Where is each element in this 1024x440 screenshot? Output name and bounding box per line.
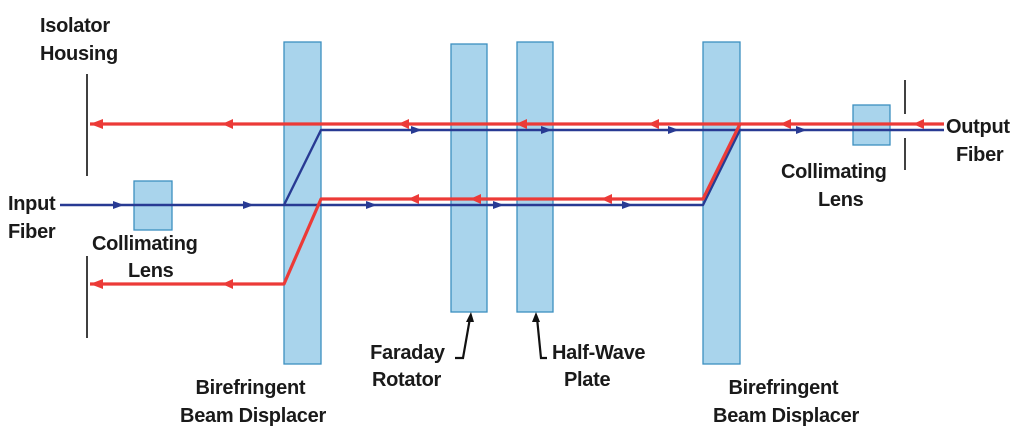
faraday-rotator <box>450 43 488 313</box>
red-arrow <box>90 279 103 289</box>
blue-arrow <box>493 201 504 209</box>
faraday-pointer <box>455 317 472 360</box>
faraday-pointer-arrowhead <box>466 312 474 322</box>
faraday-rotator-label: Faraday Rotator <box>370 342 450 391</box>
blue-arrow <box>113 201 124 209</box>
blue-arrow <box>796 126 807 134</box>
halfwave-pointer <box>535 317 547 360</box>
red-arrow <box>913 119 924 129</box>
red-arrow <box>408 194 419 204</box>
red-arrow <box>90 119 103 129</box>
red-arrow <box>470 194 481 204</box>
birefringent-beam-displacer-left-label: Birefringent Beam Displacer <box>180 377 326 427</box>
red-arrow <box>222 119 233 129</box>
input-collimating-lens-label: Collimating Lens <box>92 233 203 282</box>
half-wave-plate-label: Half-Wave Plate <box>552 342 651 391</box>
isolator-housing-label: Isolator Housing <box>40 15 118 65</box>
halfwave-pointer-arrowhead <box>532 312 540 322</box>
input-fiber-label: Input Fiber <box>8 193 61 243</box>
blue-arrow <box>622 201 633 209</box>
birefringent-beam-displacer-right <box>702 41 741 365</box>
backward-beam-lower <box>90 123 742 286</box>
half-wave-plate <box>516 41 554 313</box>
output-fiber-label: Output Fiber <box>946 116 1015 166</box>
blue-arrow <box>366 201 377 209</box>
birefringent-beam-displacer-left <box>283 41 322 365</box>
forward-beam-lower <box>284 129 742 207</box>
output-collimating-lens-label: Collimating Lens <box>781 161 892 211</box>
red-arrow <box>601 194 612 204</box>
red-arrow <box>516 119 527 129</box>
red-arrow <box>648 119 659 129</box>
blue-arrow <box>541 126 552 134</box>
blue-arrow <box>243 201 254 209</box>
birefringent-beam-displacer-right-label: Birefringent Beam Displacer <box>713 377 859 427</box>
blue-arrow <box>668 126 679 134</box>
red-arrow <box>222 279 233 289</box>
red-arrow <box>780 119 791 129</box>
forward-beam-upper <box>282 128 944 206</box>
blue-arrow <box>411 126 422 134</box>
red-arrow <box>398 119 409 129</box>
